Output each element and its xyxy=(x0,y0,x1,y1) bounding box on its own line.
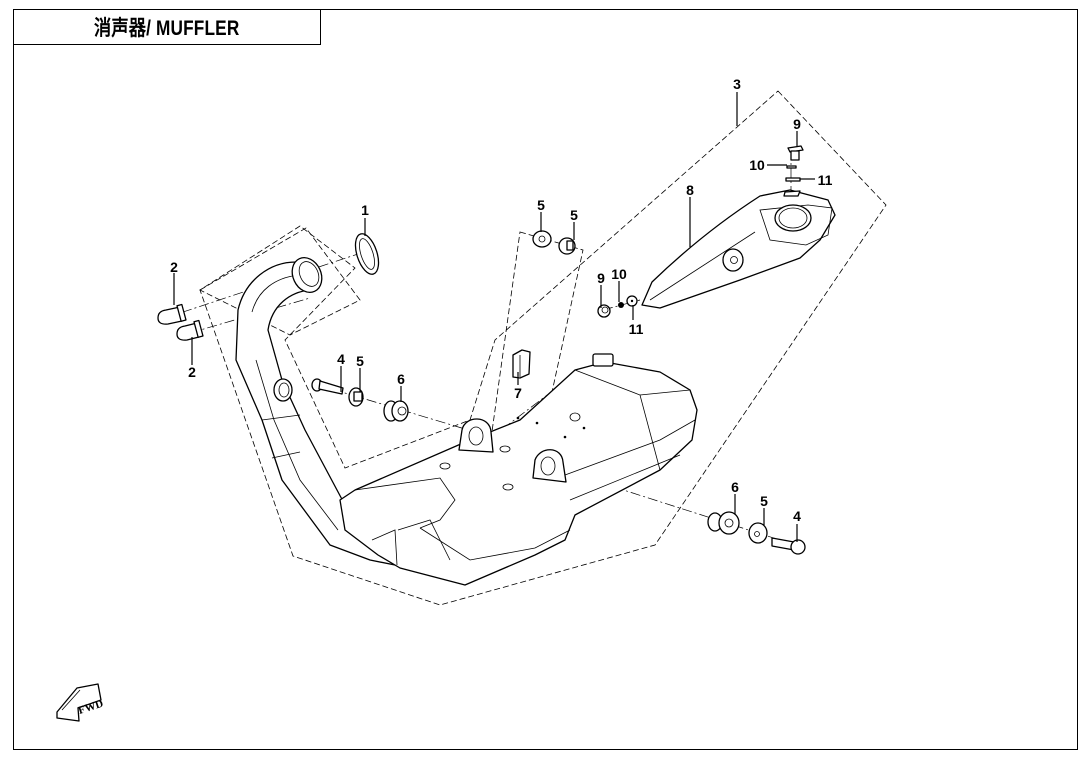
part-6-bushing-left xyxy=(383,400,409,422)
callout-5-b: 5 xyxy=(570,207,578,223)
callout-2-a: 2 xyxy=(170,259,178,275)
callout-5-a: 5 xyxy=(537,197,545,213)
callout-10-b: 10 xyxy=(611,266,627,282)
callout-9-b: 9 xyxy=(597,270,605,286)
title-block: 消声器/ MUFFLER xyxy=(13,9,321,45)
muffler-body xyxy=(339,353,698,586)
callout-4-b: 4 xyxy=(793,508,801,524)
part-11-grommet-top xyxy=(785,177,801,182)
part-5-washer-upper xyxy=(532,230,552,248)
part-4-bolt-left xyxy=(311,378,344,395)
callout-8: 8 xyxy=(686,182,694,198)
leader-lines xyxy=(173,92,815,542)
part-4-bolt-right xyxy=(771,537,806,555)
part-7-clip xyxy=(512,349,531,379)
part-6-bushing-right xyxy=(707,511,740,535)
part-10-washer-top xyxy=(786,165,797,169)
part-5-washer-right xyxy=(748,522,768,544)
callout-5-c: 5 xyxy=(356,353,364,369)
callout-1: 1 xyxy=(361,202,369,218)
callout-5-d: 5 xyxy=(760,493,768,509)
callout-10-a: 10 xyxy=(749,157,765,173)
forward-arrow-icon: FWD xyxy=(56,683,105,722)
part-1-gasket xyxy=(354,233,380,275)
callout-2-b: 2 xyxy=(188,364,196,380)
callout-11-a: 11 xyxy=(818,172,833,188)
drawing-frame xyxy=(13,9,1078,750)
callout-6-a: 6 xyxy=(397,371,405,387)
part-11-grommet-left xyxy=(626,295,638,307)
part-9-screw-left xyxy=(597,304,611,318)
callout-4-a: 4 xyxy=(337,351,345,367)
part-5-collar-left xyxy=(348,387,364,407)
part-10-washer-left xyxy=(618,302,624,308)
callout-11-b: 11 xyxy=(629,321,644,337)
callout-3: 3 xyxy=(733,76,741,92)
callout-7: 7 xyxy=(514,385,522,401)
page-title: 消声器/ MUFFLER xyxy=(94,17,240,40)
part-8-heat-shield xyxy=(641,189,836,309)
part-9-screw-top xyxy=(787,145,804,161)
part-5-collar-upper xyxy=(558,237,576,255)
callout-6-b: 6 xyxy=(731,479,739,495)
part-2-cap-nut-a xyxy=(157,303,187,325)
part-2-cap-nut-b xyxy=(176,319,204,341)
callout-9-a: 9 xyxy=(793,116,801,132)
assembly-3-boundary xyxy=(199,90,887,606)
